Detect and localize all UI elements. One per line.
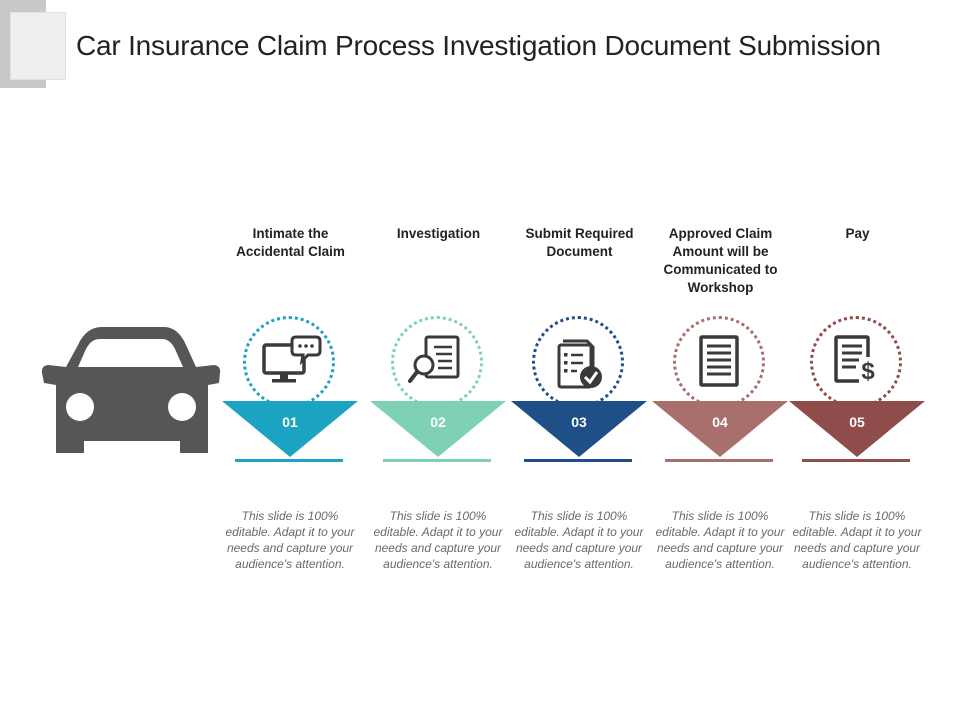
step-title: Pay: [845, 226, 870, 241]
step-description: This slide is 100% editable. Adapt it to…: [514, 509, 644, 571]
step-number: 03: [571, 414, 587, 430]
clipboard-check-icon: [557, 339, 602, 389]
car-icon: [41, 327, 221, 453]
magnifier-document-icon: [408, 335, 460, 383]
step-diamond: [222, 401, 358, 457]
step-diamond: [370, 401, 506, 457]
computer-chat-icon: [262, 335, 322, 383]
step-underline: [802, 459, 910, 462]
step-underline: [665, 459, 773, 462]
step-description: This slide is 100% editable. Adapt it to…: [373, 509, 503, 571]
step-number: 04: [712, 414, 728, 430]
step-number: 01: [282, 414, 298, 430]
step-diamond: [511, 401, 647, 457]
step-underline: [524, 459, 632, 462]
step-title: Submit Required Document: [525, 226, 634, 259]
step-underline: [235, 459, 343, 462]
document-lines-icon: [699, 335, 739, 387]
step-description: This slide is 100% editable. Adapt it to…: [225, 509, 355, 571]
corner-decoration-panel: [10, 12, 66, 80]
step-number: 05: [849, 414, 865, 430]
slide-title: Car Insurance Claim Process Investigatio…: [76, 30, 881, 61]
step-title: Investigation: [396, 226, 481, 241]
step-diamond: [652, 401, 788, 457]
step-description: This slide is 100% editable. Adapt it to…: [792, 509, 922, 571]
step-number: 02: [430, 414, 446, 430]
step-title: Approved Claim Amount will be Communicat…: [663, 226, 778, 295]
step-title: Intimate the Accidental Claim: [236, 226, 345, 259]
step-description: This slide is 100% editable. Adapt it to…: [655, 509, 785, 571]
invoice-dollar-icon: $: [834, 335, 877, 385]
svg-text:$: $: [861, 358, 875, 385]
step-ring: [391, 316, 483, 408]
step-ring: [810, 316, 902, 408]
step-diamond: [789, 401, 925, 457]
step-underline: [383, 459, 491, 462]
